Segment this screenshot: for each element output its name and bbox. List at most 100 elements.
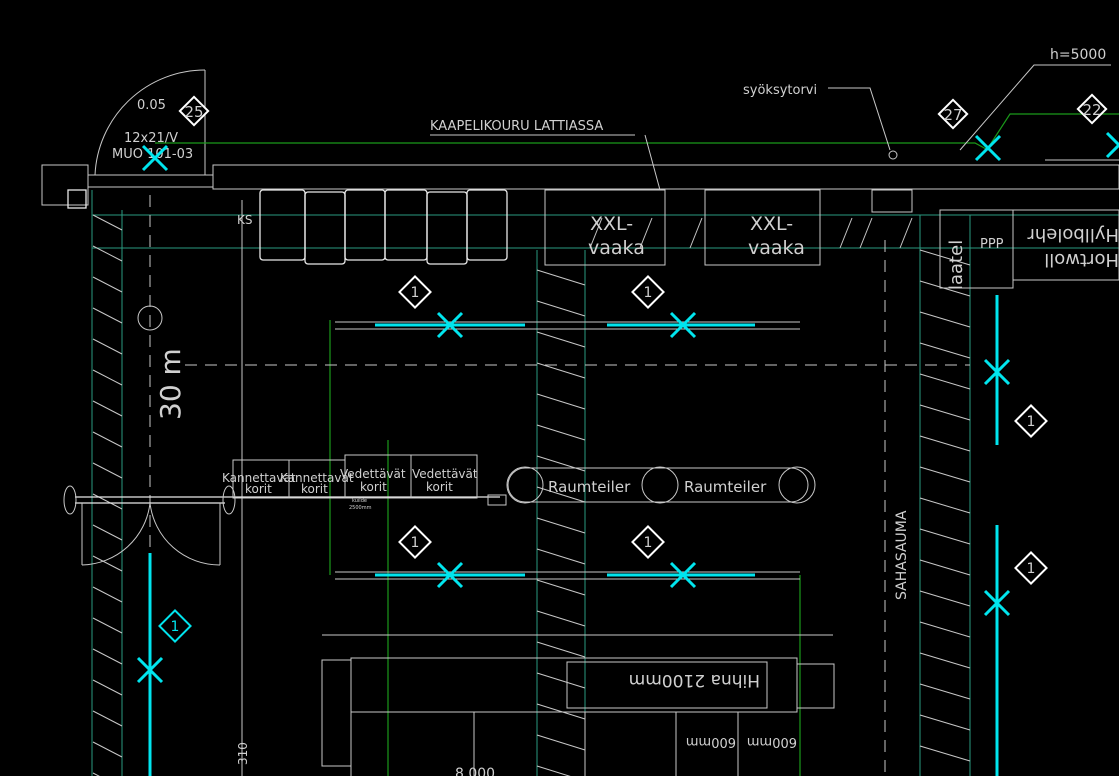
divider-label-1: Raumteiler <box>548 478 631 496</box>
conveyor: Hihna 2100mm 600mm 600mm <box>321 634 835 776</box>
door-scale: 0.05 <box>137 98 166 113</box>
ks-label: KS <box>237 213 253 227</box>
mirrored-label-2: Hortwoll <box>1044 249 1119 270</box>
vertical-label: laatel <box>946 240 967 290</box>
hatch-line <box>536 362 586 379</box>
hatch-line <box>536 424 586 441</box>
dim-310: 310 <box>236 742 250 765</box>
x-mark-icon <box>974 134 1002 162</box>
hatched-bands <box>92 214 971 776</box>
hatch-line <box>919 249 971 266</box>
xxl-scale-1-line2: vaaka <box>588 237 645 259</box>
hatch-line <box>536 393 586 410</box>
hatch-line <box>919 466 971 483</box>
hatch-line <box>919 652 971 669</box>
hatch-line <box>536 455 586 472</box>
hatch-line <box>919 714 971 731</box>
svg-text:1: 1 <box>644 535 653 551</box>
xxl-scale-2-line1: XXL- <box>750 213 793 235</box>
hatch-line <box>92 648 123 665</box>
hatch-line <box>92 524 123 541</box>
hatch-line <box>92 276 123 293</box>
divider-label-2: Raumteiler <box>684 478 767 496</box>
svg-text:1: 1 <box>171 619 180 635</box>
basket-rail: Kannettavat korit Kannettavat korit Vede… <box>63 454 816 566</box>
rail-label-1: kuilde <box>352 498 367 504</box>
downpipe-label: syöksytorvi <box>743 83 817 98</box>
hatch-line <box>536 672 586 689</box>
pull-basket-2-line2: korit <box>426 480 453 494</box>
hatch-line <box>92 431 123 448</box>
tag-1: 1 <box>631 525 665 559</box>
light-fixtures <box>148 295 999 776</box>
x-mark-icon <box>141 144 169 172</box>
door-swing: 0.05 12x21/V MUO 101-03 <box>94 69 206 176</box>
svg-text:1: 1 <box>1027 414 1036 430</box>
x-mark-icon <box>983 358 1011 386</box>
tag-27: 27 <box>937 98 969 130</box>
tag-25: 25 <box>178 95 210 127</box>
tag-1: 1 <box>398 275 432 309</box>
hatch-line <box>92 369 123 386</box>
cable-route <box>91 113 1119 776</box>
hatch-line <box>919 683 971 700</box>
carry-basket-2-line1: Kannettavat <box>280 471 354 485</box>
hatch-line <box>536 641 586 658</box>
hatch-line <box>919 621 971 638</box>
belt-label: Hihna 2100mm <box>629 670 760 690</box>
carry-basket-1-line1: Kannettavat <box>222 471 296 485</box>
x-mark-icon <box>669 311 697 339</box>
tag-1: 1 <box>1014 404 1048 438</box>
hatch-line <box>92 338 123 355</box>
hatch-line <box>919 311 971 328</box>
pull-basket-1-line1: Vedettävät <box>340 467 406 481</box>
mirrored-label-1: Hyllbolehr <box>1027 224 1119 245</box>
hatch-line <box>689 217 703 249</box>
width-label-2: 600mm <box>747 734 797 749</box>
x-mark-icon <box>136 656 164 684</box>
pull-basket-2-line1: Vedettävät <box>412 467 478 481</box>
pull-basket-1-line2: korit <box>360 480 387 494</box>
x-mark-icon <box>669 561 697 589</box>
tag-22: 22 <box>1076 93 1108 125</box>
hatch-line <box>919 342 971 359</box>
distance-label: 30 m <box>154 348 187 420</box>
saw-joint-label: SAHASAUMA <box>894 510 910 600</box>
hatch-line <box>92 400 123 417</box>
hatch-line <box>536 517 586 534</box>
hatch-line <box>839 217 853 249</box>
tag-1: 1 <box>158 609 192 643</box>
hatch-line <box>92 245 123 262</box>
hatch-line <box>919 745 971 762</box>
hatch-line <box>92 679 123 696</box>
exterior-wall <box>41 159 1119 209</box>
x-mark-icon <box>1105 131 1119 159</box>
hatch-line <box>536 300 586 317</box>
hatch-line <box>919 559 971 576</box>
height-label: h=5000 <box>1050 47 1106 63</box>
hatch-line <box>639 217 653 249</box>
svg-text:1: 1 <box>644 285 653 301</box>
hatch-line <box>92 555 123 572</box>
hatch-line <box>919 373 971 390</box>
hatch-line <box>536 765 571 776</box>
x-mark-icon <box>436 561 464 589</box>
hatch-line <box>919 528 971 545</box>
svg-text:1: 1 <box>411 285 420 301</box>
hatch-line <box>899 217 913 249</box>
fixture-x-marks <box>136 131 1119 684</box>
ppp-label: PPP <box>980 237 1004 252</box>
xxl-scale-2-line2: vaaka <box>748 237 805 259</box>
cable-duct-label: KAAPELIKOURU LATTIASSA <box>430 119 603 134</box>
hatch-line <box>92 462 123 479</box>
hatch-line <box>536 269 586 286</box>
hatch-line <box>589 217 603 249</box>
hatch-line <box>536 331 586 348</box>
x-mark-icon <box>983 589 1011 617</box>
svg-text:1: 1 <box>411 535 420 551</box>
hatch-line <box>919 404 971 421</box>
hatch-line <box>92 741 123 758</box>
svg-text:22: 22 <box>1082 101 1101 119</box>
hatch-line <box>92 710 123 727</box>
xxl-scale-1-line1: XXL- <box>590 213 633 235</box>
